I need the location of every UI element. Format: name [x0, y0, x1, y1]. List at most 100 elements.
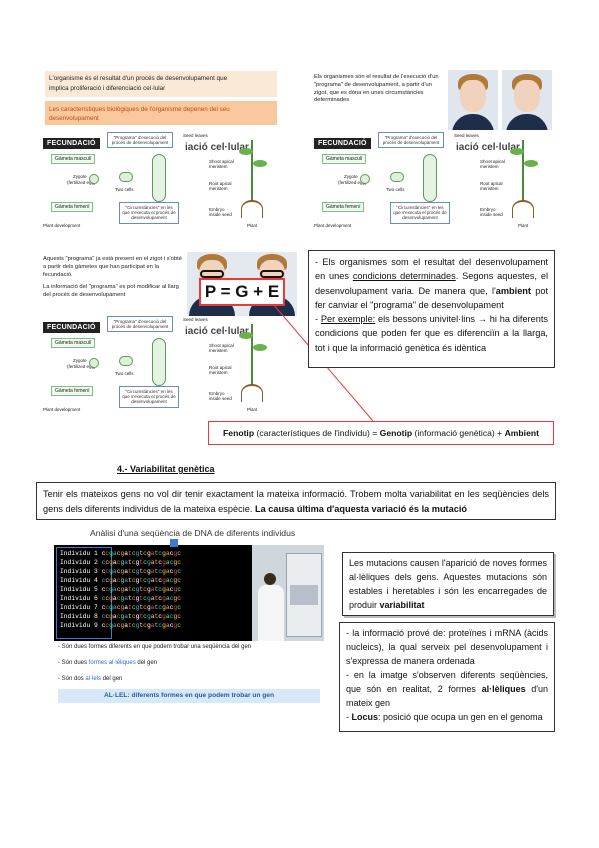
- programa-callout: "Programa" d'execució del procés de dese…: [378, 132, 444, 149]
- zygote-label: Zygote: [73, 174, 87, 179]
- bullet3-b: al·lels: [85, 676, 102, 682]
- lab-photo: [252, 545, 324, 641]
- embryo-label: Embryo inside seed: [209, 207, 232, 217]
- two-cells-label: Two cells: [115, 187, 134, 192]
- seed-leaves-label: Seed leaves: [183, 317, 208, 322]
- plant-label: Plant: [247, 407, 258, 412]
- zygote-sublabel: (fertilized egg): [338, 180, 367, 185]
- section-heading-variabilitat: 4.- Variabilitat genètica: [117, 464, 215, 474]
- two-cells-icon: [390, 172, 404, 182]
- twin1-shirt: [452, 114, 494, 130]
- gameta-femeni-label: Gàmeta femení: [322, 202, 365, 212]
- seed-shape: [152, 338, 166, 386]
- gameta-femeni-label: Gàmeta femení: [51, 386, 94, 396]
- dash-prefix-2: -: [346, 711, 352, 722]
- info-line-2b: al·lèliques: [481, 683, 526, 694]
- bullet3-c: del gen: [101, 676, 123, 682]
- sequence-row: Individu 3 ccgacgatcgtcgatcgacgc: [60, 567, 181, 576]
- circumstancies-callout: "Circumstàncies" en les que s'executa el…: [390, 202, 450, 224]
- plant-roots: [512, 200, 534, 218]
- environment-text-2: . Segons aquestes, el desenvolupament va…: [315, 271, 548, 296]
- environment-text-3: pot fer canviar el "programa" de desenvo…: [315, 285, 548, 310]
- allele-definition-band: AL·LEL: diferents formes en que podem tr…: [58, 689, 320, 703]
- circumstancies-callout: "Circumstàncies" en les que s'executa el…: [119, 386, 179, 408]
- fecundacio-label: FECUNDACIÓ: [314, 138, 371, 149]
- twin3-glasses-right: [260, 270, 284, 278]
- seed-shape: [152, 154, 166, 202]
- plant-label: Plant: [247, 223, 258, 228]
- sequence-row: Individu 6 ccgacgatcgtcgatcgacgc: [60, 594, 181, 603]
- twin-photo-2: [502, 70, 552, 130]
- plant-roots: [241, 384, 263, 402]
- shoot-meristem-label: Shoot apical meristem: [480, 159, 505, 169]
- root-meristem-label: Root apical meristem: [209, 365, 232, 375]
- twin3-glasses-left: [200, 270, 224, 278]
- plant-leaf-left: [510, 148, 524, 155]
- fecundacio-label: FECUNDACIÓ: [43, 138, 100, 149]
- fenotip-word: Fenotip: [223, 428, 255, 438]
- individual-label: Individu 6: [60, 595, 98, 602]
- zygote-sublabel: (fertilized egg): [67, 364, 96, 369]
- mutations-note-box: Les mutacions causen l'aparició de noves…: [342, 552, 554, 616]
- sequence-row: Individu 9 ccgacgatcgtcgatcgacgc: [60, 621, 181, 630]
- lab-worker-head: [264, 573, 276, 585]
- sequence-text: ccgacgatcgtcgatcgacgc: [101, 559, 181, 566]
- fenotip-desc: (característiques de l'individu) =: [254, 428, 380, 438]
- allele-bullet-1: - Són dues formes diferents en que podem…: [58, 644, 252, 650]
- individual-label: Individu 8: [60, 613, 98, 620]
- shoot-meristem-label: Shoot apical meristem: [209, 343, 234, 353]
- twin2-face: [514, 80, 540, 112]
- plant-roots: [241, 200, 263, 218]
- formula-p-g-e: P = G + E: [199, 278, 285, 306]
- plant-leaf-right: [524, 160, 538, 167]
- zygote-sublabel: (fertilized egg): [67, 180, 96, 185]
- info-locus: Locus: [351, 711, 379, 722]
- plant-leaf-left: [239, 332, 253, 339]
- zygote-cell-icon: [89, 174, 99, 184]
- two-cells-label: Two cells: [115, 371, 134, 376]
- gameta-masculi-label: Gàmeta masculí: [51, 154, 96, 164]
- two-cells-icon: [119, 356, 133, 366]
- plant-development-label: Plant development: [43, 223, 81, 228]
- plant-stem: [522, 140, 524, 202]
- twin-photo-1: [448, 70, 498, 130]
- ambient-word: Ambient: [504, 428, 539, 438]
- bullet2-b: formes al·lèliques: [88, 660, 136, 666]
- circumstancies-callout: "Circumstàncies" en les que s'executa el…: [119, 202, 179, 224]
- twin2-shirt: [506, 114, 548, 130]
- info-line-1: - la informació prové de: proteïnes i mR…: [346, 628, 548, 666]
- embryo-label: Embryo inside seed: [480, 207, 503, 217]
- sequence-row: Individu 7 ccgacgatcgtcgatcgacgc: [60, 603, 181, 612]
- root-meristem-label: Root apical meristem: [480, 181, 503, 191]
- diferenciacio-title: iació cel·lular: [456, 142, 520, 153]
- mutations-text: Les mutacions causen l'aparició de noves…: [349, 558, 547, 610]
- slide3-text1: Aquests "programa" ja està present en el…: [43, 256, 182, 278]
- two-cells-icon: [119, 172, 133, 182]
- sequence-text: ccgacgatcgtcgatcgacgc: [101, 604, 181, 611]
- plant-label: Plant: [518, 223, 529, 228]
- programa-callout: "Programa" d'execució del procés de dese…: [107, 132, 173, 149]
- mutations-bold: variabilitat: [379, 599, 425, 610]
- sequence-text: ccgacgatcgtcgatcgacgc: [101, 568, 181, 575]
- genotip-desc: (informació genètica) +: [412, 428, 505, 438]
- plant-development-label: Plant development: [314, 223, 352, 228]
- slide-development-2: Els organismes són el resultat de l'exec…: [308, 68, 554, 233]
- sequence-text: ccgacgatcgtcgatcgacgc: [101, 595, 181, 602]
- info-line-2a: - en la imatge s'observen diferents seqü…: [346, 669, 548, 694]
- info-locus-def: : posició que ocupa un gen en el genoma: [378, 711, 543, 722]
- zygote-label: Zygote: [73, 358, 87, 363]
- individual-label: Individu 3: [60, 568, 98, 575]
- individuals-frame: [56, 547, 112, 639]
- environment-ambient: ambient: [495, 285, 531, 296]
- sequence-row: Individu 2 ccgacgatcgtcgatcgacgc: [60, 558, 181, 567]
- diferenciacio-title: iació cel·lular: [185, 142, 249, 153]
- gameta-masculi-label: Gàmeta masculí: [51, 338, 96, 348]
- gameta-masculi-label: Gàmeta masculí: [322, 154, 367, 164]
- seed-shape: [423, 154, 437, 202]
- bullet2-a: - Són dues: [58, 660, 89, 666]
- slide2-text: Els organismes són el resultat de l'exec…: [314, 74, 439, 104]
- allele-bullet-2: - Són dues formes al·lèliques del gen: [58, 660, 157, 666]
- slide-subtitle-band: Les característiques biològiques de l'or…: [45, 101, 277, 125]
- development-diagram-3: FECUNDACIÓ Gàmeta masculí Gàmeta femení …: [37, 314, 283, 414]
